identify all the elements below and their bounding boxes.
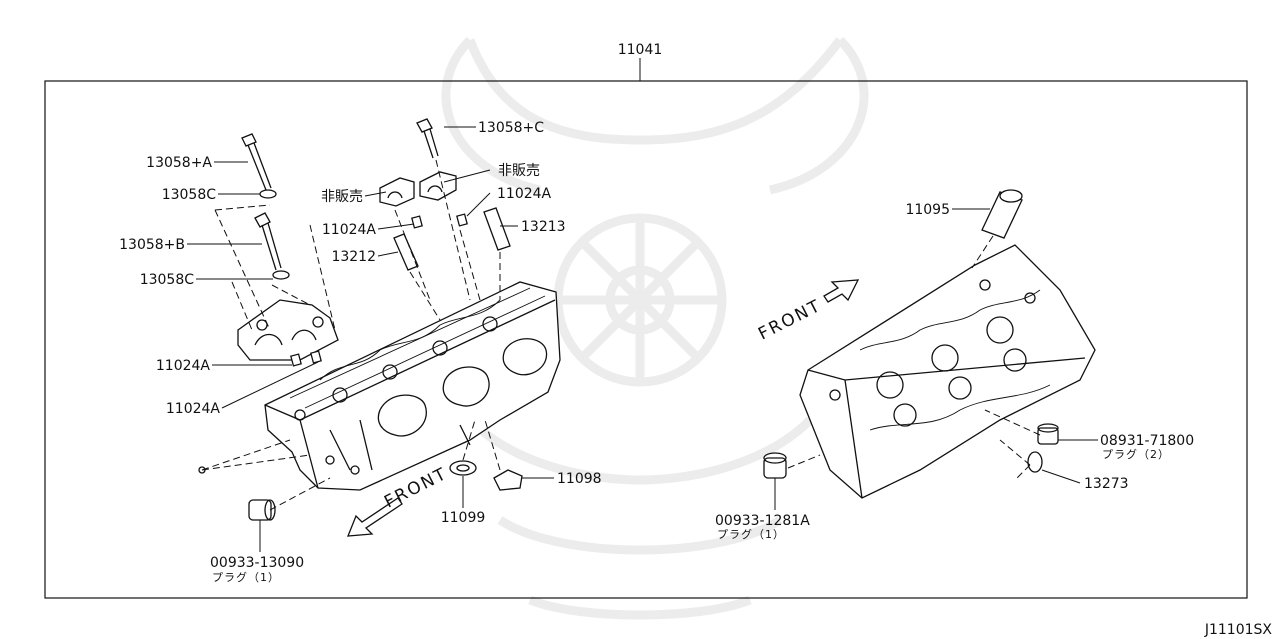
part-label-plug-right-top-sub: プラグ（2） — [1102, 447, 1170, 461]
part-label-plug-right-sub: プラグ（1） — [717, 527, 785, 541]
dowel-11024a-upper-right — [456, 213, 468, 227]
dowel-11024a-upper-left — [411, 215, 423, 229]
part-label-plug-right[interactable]: 00933-1281A — [715, 513, 810, 529]
part-label-washer-2[interactable]: 13058C — [140, 272, 195, 288]
part-label-11099[interactable]: 11099 — [441, 510, 486, 526]
plug-00933-13090 — [248, 499, 276, 521]
seal-11098 — [493, 469, 523, 491]
washer-13058c-1 — [259, 189, 277, 199]
part-label-dowel-mid[interactable]: 11024A — [156, 358, 211, 374]
front-label-right: FRONT — [755, 296, 825, 345]
washer-13273 — [1027, 451, 1043, 473]
right-cylinder-head — [799, 244, 1096, 499]
part-label-13213[interactable]: 13213 — [521, 219, 566, 235]
part-label-bolt-b[interactable]: 13058+B — [119, 237, 185, 253]
part-label-dowel-low[interactable]: 11024A — [166, 401, 221, 417]
part-label-plug-left-sub: プラグ（1） — [212, 570, 280, 584]
guide-line-11095 — [971, 235, 994, 269]
washer-13058c-2 — [272, 270, 290, 280]
leader-lines — [187, 126, 1098, 552]
diagram-frame — [44, 80, 1248, 599]
cam-cap-left — [379, 177, 415, 207]
part-label-not-sold-left[interactable]: 非販売 — [321, 189, 363, 205]
bolt-13058-b — [254, 212, 282, 271]
tube-13212 — [393, 233, 419, 271]
part-label-13212[interactable]: 13212 — [331, 249, 376, 265]
left-cylinder-head — [264, 281, 561, 491]
part-label-11095[interactable]: 11095 — [905, 202, 950, 218]
part-label-bolt-c[interactable]: 13058+C — [478, 120, 544, 136]
part-label-13273[interactable]: 13273 — [1084, 476, 1129, 492]
part-label-dowel-upper-right[interactable]: 11024A — [497, 186, 552, 202]
front-arrow-right: FRONT — [755, 279, 860, 345]
guide-lines-left — [201, 159, 501, 511]
plug-00933-1281a — [763, 452, 787, 479]
plug-08931-71800 — [1037, 423, 1059, 445]
part-label-not-sold-right[interactable]: 非販売 — [498, 163, 540, 179]
guide-lines-right — [787, 409, 1041, 481]
seal-11099 — [449, 460, 477, 476]
bolt-13058-a — [241, 133, 272, 191]
part-label-washer-1[interactable]: 13058C — [162, 187, 217, 203]
cam-bracket — [237, 299, 339, 361]
part-label-11098[interactable]: 11098 — [557, 471, 602, 487]
part-label-11041[interactable]: 11041 — [618, 42, 663, 58]
part-label-dowel-upper-left[interactable]: 11024A — [322, 222, 377, 238]
cam-cap-right — [419, 171, 457, 201]
part-label-plug-right-top[interactable]: 08931-71800 — [1100, 433, 1194, 449]
watermark-emblem — [441, 36, 869, 620]
bolt-13058-c — [416, 118, 439, 159]
part-label-plug-left[interactable]: 00933-13090 — [210, 555, 304, 571]
tube-11095 — [981, 189, 1023, 239]
tube-13213 — [483, 207, 511, 251]
part-label-bolt-a[interactable]: 13058+A — [146, 155, 212, 171]
diagram-ref-code: J11101SX — [1204, 622, 1273, 638]
